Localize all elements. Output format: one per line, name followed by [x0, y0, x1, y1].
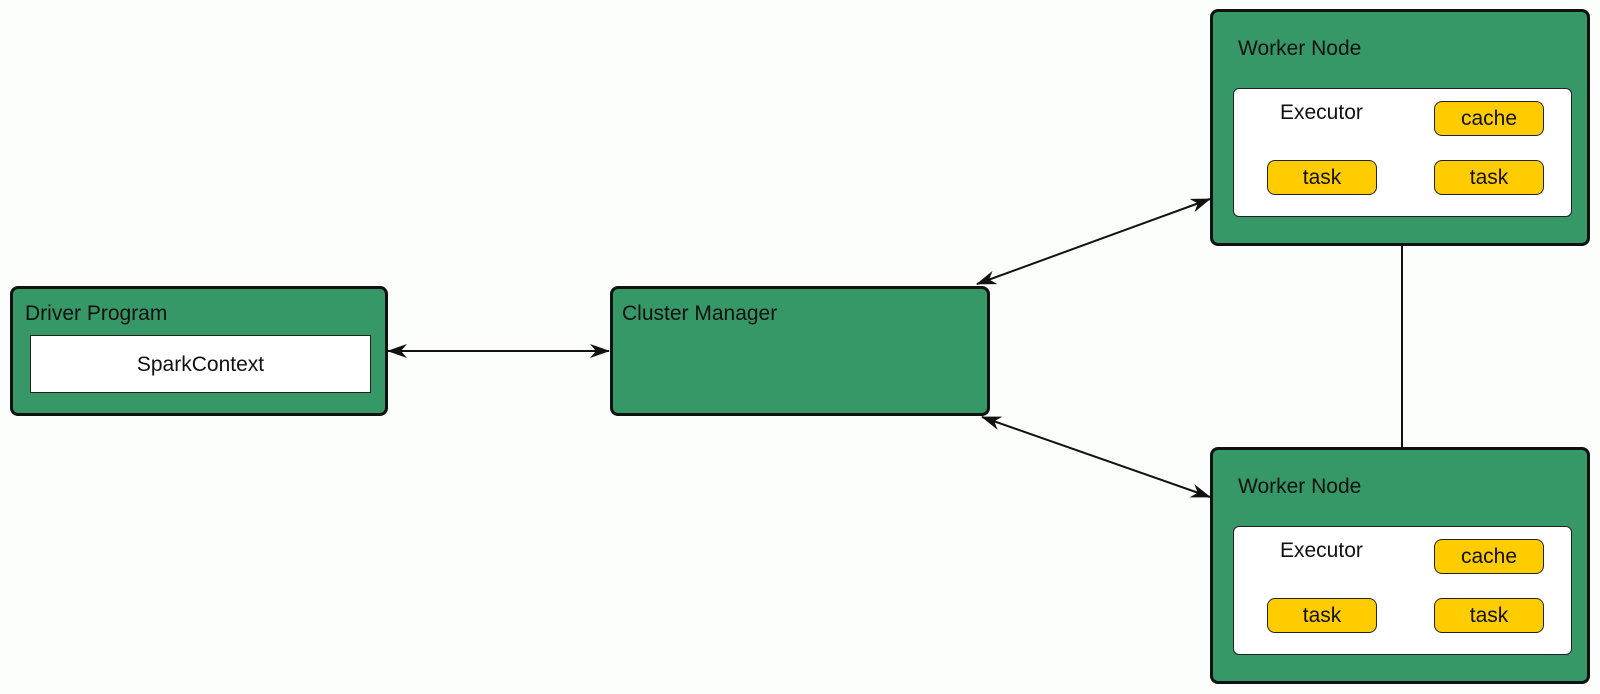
executor-label: Executor	[1280, 539, 1363, 562]
cache-chip: cache	[1434, 101, 1544, 136]
task-chip: task	[1267, 598, 1377, 633]
driver-program-node: Driver Program SparkContext	[10, 286, 388, 416]
worker-node-1: Worker Node Executor cache task task	[1210, 9, 1590, 246]
spark-context-label: SparkContext	[136, 353, 265, 376]
task-chip: task	[1434, 598, 1544, 633]
task-chip: task	[1434, 160, 1544, 195]
cache-chip: cache	[1434, 539, 1544, 574]
executor-label: Executor	[1280, 101, 1363, 124]
cluster-manager-node: Cluster Manager	[610, 286, 990, 416]
worker-node-title: Worker Node	[1238, 475, 1362, 498]
connector-cluster-worker-1	[976, 198, 1211, 285]
spark-context-box: SparkContext	[30, 335, 371, 393]
worker-node-title: Worker Node	[1238, 37, 1362, 60]
driver-program-title: Driver Program	[25, 302, 168, 325]
executor-box: Executor cache task task	[1233, 88, 1572, 217]
connector-cluster-worker-2	[981, 416, 1211, 498]
cluster-manager-title: Cluster Manager	[622, 302, 778, 325]
executor-box: Executor cache task task	[1233, 526, 1572, 655]
task-chip: task	[1267, 160, 1377, 195]
worker-node-2: Worker Node Executor cache task task	[1210, 447, 1590, 684]
